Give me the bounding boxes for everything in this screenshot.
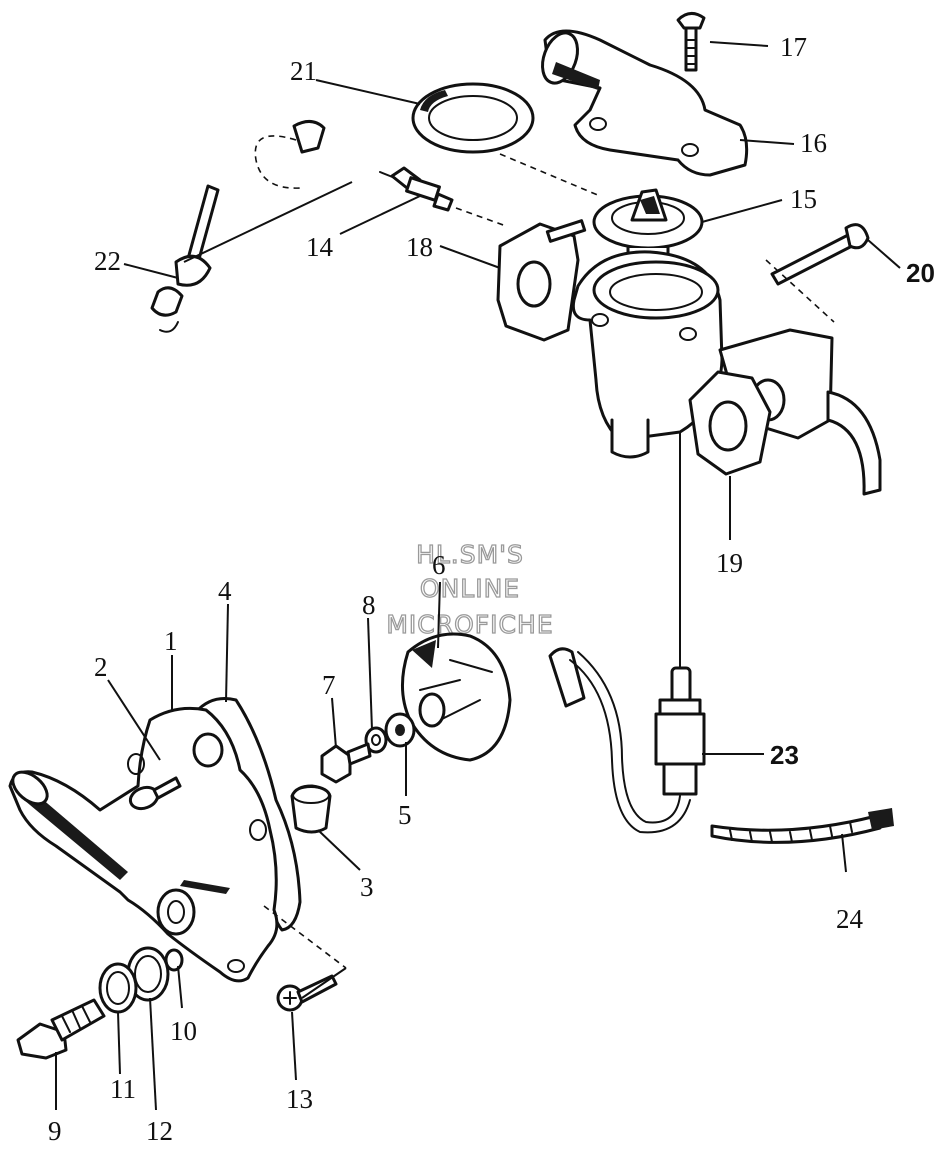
part-22-hose-clamp <box>150 184 220 333</box>
part-9-drain-plug <box>16 998 106 1060</box>
callout-24: 24 <box>836 904 864 934</box>
part-24-cable-tie <box>710 808 894 844</box>
callout-11: 11 <box>110 1074 136 1104</box>
callout-2: 2 <box>94 652 108 682</box>
part-21-seal-ring <box>411 82 535 154</box>
callout-14: 14 <box>306 232 334 262</box>
part-1-pump-body <box>8 706 279 983</box>
watermark-line-1: HL.SM'S <box>416 540 524 569</box>
callout-22: 22 <box>94 246 121 276</box>
callout-7: 7 <box>322 670 336 700</box>
callout-13: 13 <box>286 1084 313 1114</box>
part-12-washer <box>126 946 170 1002</box>
callout-3: 3 <box>360 872 374 902</box>
callout-4: 4 <box>218 576 232 606</box>
leader-lines <box>55 41 901 1111</box>
part-7-bolt <box>320 742 372 784</box>
part-17-bolt <box>676 12 706 72</box>
part-19-gasket-right <box>688 370 772 476</box>
callout-16: 16 <box>800 128 827 158</box>
part-6-impeller <box>400 632 512 762</box>
part-11-washer <box>98 962 138 1014</box>
part-14-temp-sender <box>379 166 454 212</box>
callout-12: 12 <box>146 1116 173 1146</box>
part-3-bushing <box>290 784 332 834</box>
callout-21: 21 <box>290 56 317 86</box>
callout-5: 5 <box>398 800 412 830</box>
callout-6: 6 <box>432 550 446 580</box>
part-18-gasket-left <box>496 219 587 342</box>
watermark-line-2: ONLINE <box>420 574 520 603</box>
part-2-screw <box>128 776 182 811</box>
callout-1: 1 <box>164 626 178 656</box>
callout-18: 18 <box>406 232 433 262</box>
callout-9: 9 <box>48 1116 62 1146</box>
callout-15: 15 <box>790 184 817 214</box>
callout-19: 19 <box>716 548 743 578</box>
part-5-washer <box>384 712 416 748</box>
callout-8: 8 <box>362 590 376 620</box>
callout-10: 10 <box>170 1016 197 1046</box>
microfiche-watermark: HL.SM'S ONLINE MICROFICHE <box>386 539 554 639</box>
callout-labels: 21 17 16 15 20 18 14 22 19 23 24 6 8 4 1… <box>48 32 935 1146</box>
callout-20: 20 <box>906 258 935 288</box>
part-23-temp-sensor <box>548 647 706 834</box>
callout-23: 23 <box>770 740 799 770</box>
part-20-long-bolt <box>770 223 870 286</box>
callout-17: 17 <box>780 32 807 62</box>
part-8-washer <box>364 726 388 754</box>
part-16-outlet-cover <box>541 29 749 177</box>
watermark-line-3: MICROFICHE <box>386 610 553 639</box>
